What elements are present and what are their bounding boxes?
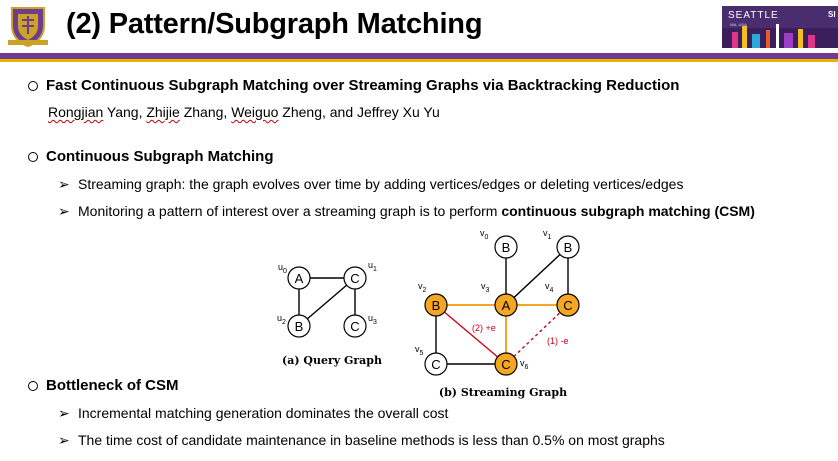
- node-id-label: u2: [277, 313, 286, 326]
- author-name-flagged: Weiguo: [231, 104, 279, 120]
- node-label: C: [350, 319, 359, 334]
- stream-node-v1: [556, 235, 580, 259]
- arrow-bullet-icon: ➢: [58, 176, 70, 192]
- stream-node-v5: [424, 352, 448, 376]
- circle-bullet-icon: [28, 152, 38, 162]
- node-label: C: [501, 357, 510, 372]
- conference-badge: SEATTLE WA, USA SI: [722, 6, 838, 48]
- stream-edge-added: [435, 304, 507, 365]
- node-id-label: u3: [368, 313, 377, 326]
- node-label: A: [502, 298, 511, 313]
- node-label: B: [502, 240, 511, 255]
- arrow-bullet-icon: ➢: [58, 432, 70, 448]
- slide-title: (2) Pattern/Subgraph Matching: [66, 8, 483, 40]
- header-rule-purple: [0, 53, 838, 59]
- city-skyline-graphic: [722, 24, 838, 48]
- node-id-label: u1: [368, 260, 377, 273]
- node-label: A: [295, 271, 304, 286]
- bottleneck-point-1: ➢Incremental matching generation dominat…: [58, 405, 449, 421]
- author-name-flagged: Rongjian: [48, 104, 104, 120]
- arrow-bullet-icon: ➢: [58, 405, 70, 421]
- stream-node-v0: [494, 235, 518, 259]
- stream-node-v2: [424, 293, 448, 317]
- circle-bullet-icon: [28, 81, 38, 91]
- badge-text: SEATTLE: [728, 10, 779, 21]
- node-id-label: v6: [520, 358, 529, 371]
- bottleneck-point-2: ➢The time cost of candidate maintenance …: [58, 432, 665, 448]
- streaming-graph: B B B A C C C v0 v1 v2 v3 v4 v5 v6 (2) +…: [415, 228, 580, 399]
- paper-title: Fast Continuous Subgraph Matching over S…: [46, 77, 680, 94]
- csm-point-1: ➢Streaming graph: the graph evolves over…: [58, 176, 684, 192]
- node-label: B: [295, 319, 304, 334]
- node-id-label: v3: [481, 281, 490, 294]
- stream-node-v3: [494, 293, 518, 317]
- query-node-u3: [343, 314, 367, 338]
- university-crest-logo: [8, 7, 48, 48]
- circle-bullet-icon: [28, 381, 38, 391]
- node-label: C: [563, 298, 572, 313]
- author-text: Yang,: [106, 104, 147, 120]
- stream-node-v6: [494, 352, 518, 376]
- query-graph-caption: (a) Query Graph: [282, 354, 382, 367]
- stream-node-v4: [556, 293, 580, 317]
- node-id-label: u0: [278, 262, 287, 275]
- node-label: B: [432, 298, 441, 313]
- section-heading-bottleneck: Bottleneck of CSM: [28, 377, 179, 394]
- paper-authors: Rongjian Yang, Zhijie Zhang, Weiguo Zhen…: [48, 104, 440, 120]
- edge-label-add: (2) +e: [472, 323, 496, 333]
- node-id-label: v0: [480, 228, 489, 241]
- node-label: C: [431, 357, 440, 372]
- node-id-label: v2: [418, 281, 427, 294]
- author-text: Zhang,: [183, 104, 232, 120]
- query-graph: A C B C u0 u1 u2 u3 (a) Query Graph: [277, 260, 382, 367]
- header-rule-gold: [0, 59, 838, 62]
- author-text: Zheng, and Jeffrey Xu Yu: [282, 104, 440, 120]
- bold-term: continuous subgraph matching (CSM): [501, 203, 755, 219]
- csm-point-2: ➢Monitoring a pattern of interest over a…: [58, 203, 755, 219]
- node-label: B: [564, 240, 573, 255]
- node-id-label: v1: [543, 228, 552, 241]
- query-node-u1: [343, 266, 367, 290]
- paper-title-bullet: Fast Continuous Subgraph Matching over S…: [28, 77, 679, 94]
- query-node-u2: [287, 314, 311, 338]
- author-name-flagged: Zhijie: [146, 104, 180, 120]
- streaming-graph-caption: (b) Streaming Graph: [439, 386, 567, 399]
- query-node-u0: [287, 266, 311, 290]
- edge-label-delete: (1) -e: [547, 336, 569, 346]
- badge-right-text: SI: [828, 10, 836, 19]
- node-id-label: v5: [415, 344, 424, 357]
- stream-edge-deleted: [505, 304, 569, 365]
- query-edge: [298, 277, 356, 327]
- badge-subtext: WA, USA: [730, 22, 747, 27]
- stream-edge: [505, 246, 569, 306]
- node-id-label: v4: [545, 281, 554, 294]
- arrow-bullet-icon: ➢: [58, 203, 70, 219]
- section-heading-csm: Continuous Subgraph Matching: [28, 148, 273, 165]
- node-label: C: [350, 271, 359, 286]
